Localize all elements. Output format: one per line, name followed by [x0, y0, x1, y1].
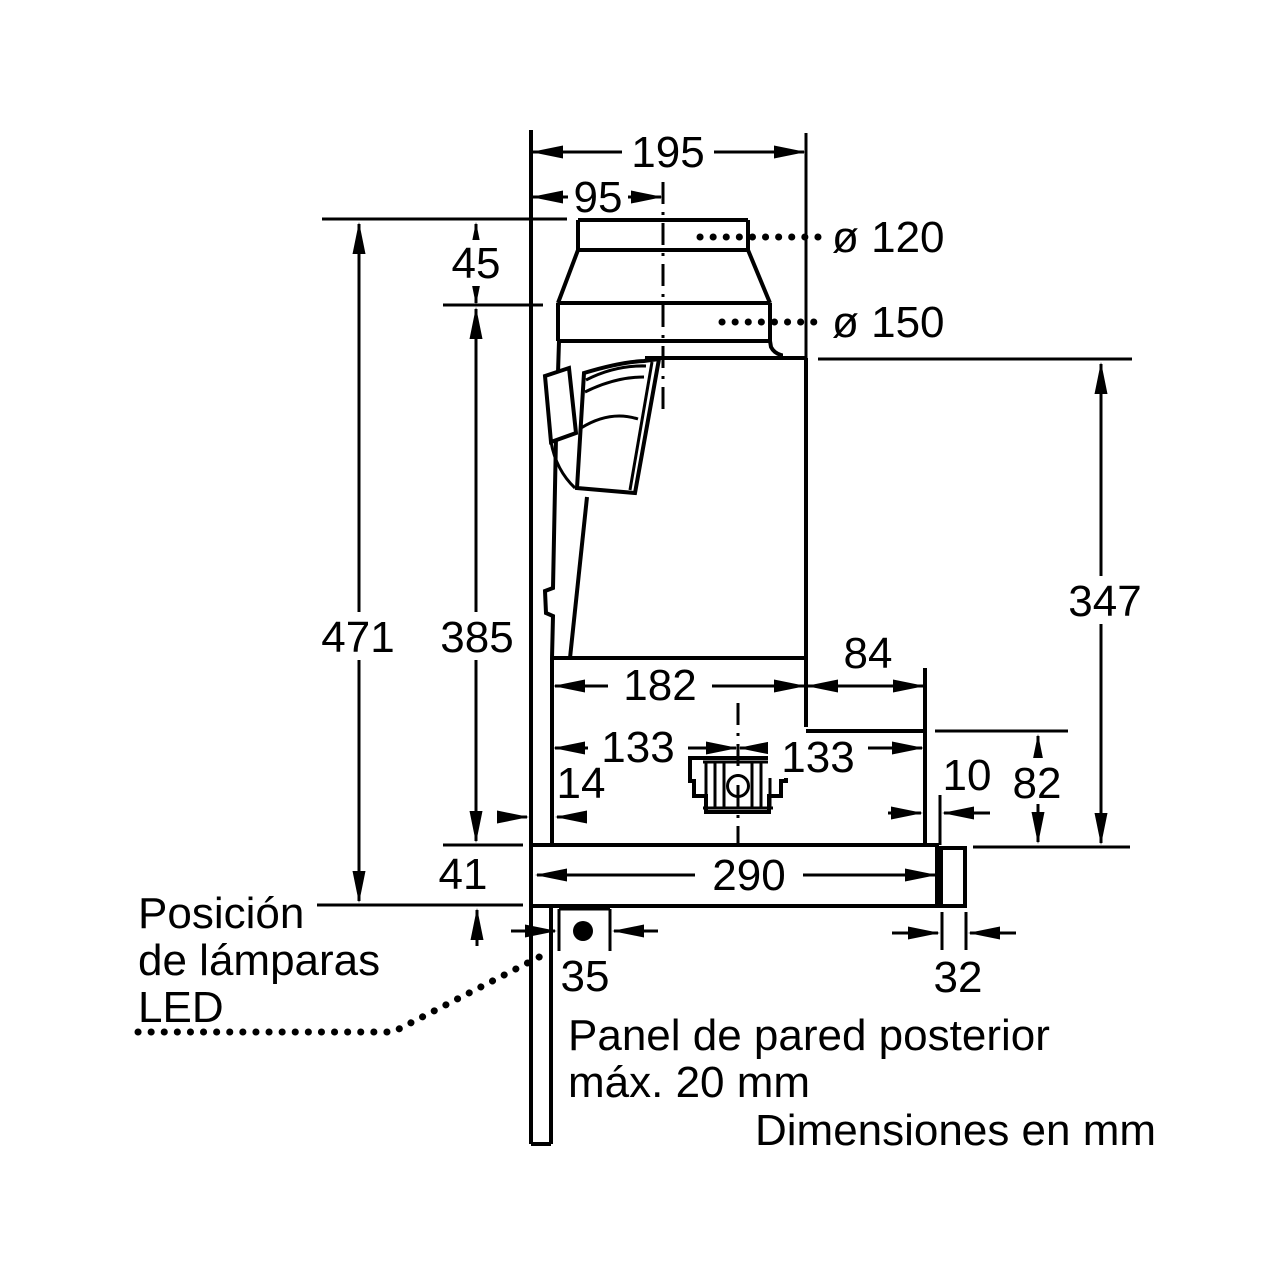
dia-150-label: ø 150 — [832, 298, 945, 347]
rear-panel-note: Panel de pared posterior máx. 20 mm — [568, 1011, 1050, 1107]
dim-95-label: 95 — [574, 173, 623, 222]
callout-dia-120: ø 120 — [696, 213, 945, 262]
reference-lines — [317, 133, 1132, 950]
hood-body — [542, 356, 927, 847]
dim-14-label: 14 — [557, 759, 606, 808]
dim-10: 10 — [888, 751, 992, 820]
dim-82: 82 — [1007, 734, 1069, 844]
dim-133-left: 133 — [553, 723, 738, 772]
led-lamp-marker — [557, 907, 612, 951]
dim-347: 347 — [1051, 362, 1159, 845]
dim-290: 290 — [535, 851, 937, 900]
dim-471: 471 — [308, 222, 410, 903]
callout-dia-150: ø 150 — [718, 298, 945, 347]
rear-wall-panel — [531, 907, 553, 1146]
dim-41-label: 41 — [439, 850, 488, 899]
units-note-label: Dimensiones en mm — [755, 1106, 1156, 1155]
units-note: Dimensiones en mm — [755, 1106, 1156, 1155]
dim-10-label: 10 — [943, 751, 992, 800]
rear-panel-note-line2: máx. 20 mm — [568, 1058, 810, 1107]
dim-35: 35 — [511, 924, 658, 1001]
dim-471-label: 471 — [321, 613, 394, 662]
dim-41: 41 — [439, 850, 488, 946]
dim-14: 14 — [497, 759, 606, 824]
dim-385: 385 — [426, 307, 528, 843]
led-note-line1: Posición — [138, 889, 304, 938]
dim-347-label: 347 — [1068, 577, 1141, 626]
dia-120-label: ø 120 — [832, 213, 945, 262]
dim-84: 84 — [806, 629, 925, 693]
rear-panel-note-line1: Panel de pared posterior — [568, 1011, 1050, 1060]
dim-290-label: 290 — [712, 851, 785, 900]
led-note-line2: de lámparas — [138, 936, 380, 985]
dim-133-right: 133 — [738, 733, 924, 782]
dim-45: 45 — [446, 222, 506, 305]
dim-84-label: 84 — [844, 629, 893, 678]
led-note-line3: LED — [138, 983, 224, 1032]
dim-133-left-label: 133 — [601, 723, 674, 772]
dim-35-label: 35 — [561, 952, 610, 1001]
dim-133-right-label: 133 — [781, 733, 854, 782]
dim-32-label: 32 — [934, 953, 983, 1002]
dim-32: 32 — [892, 926, 1016, 1002]
front-cap-strip — [939, 846, 967, 908]
dim-82-label: 82 — [1013, 759, 1062, 808]
damper-flap-detail — [542, 356, 662, 496]
led-dot — [573, 921, 593, 941]
dim-195-label: 195 — [631, 128, 704, 177]
dim-95: 95 — [531, 173, 663, 222]
dim-182-label: 182 — [623, 661, 696, 710]
dim-182: 182 — [553, 661, 806, 710]
dim-385-label: 385 — [440, 613, 513, 662]
dim-45-label: 45 — [452, 239, 501, 288]
led-position-note: Posición de lámparas LED — [134, 889, 553, 1036]
dim-195: 195 — [531, 128, 806, 177]
